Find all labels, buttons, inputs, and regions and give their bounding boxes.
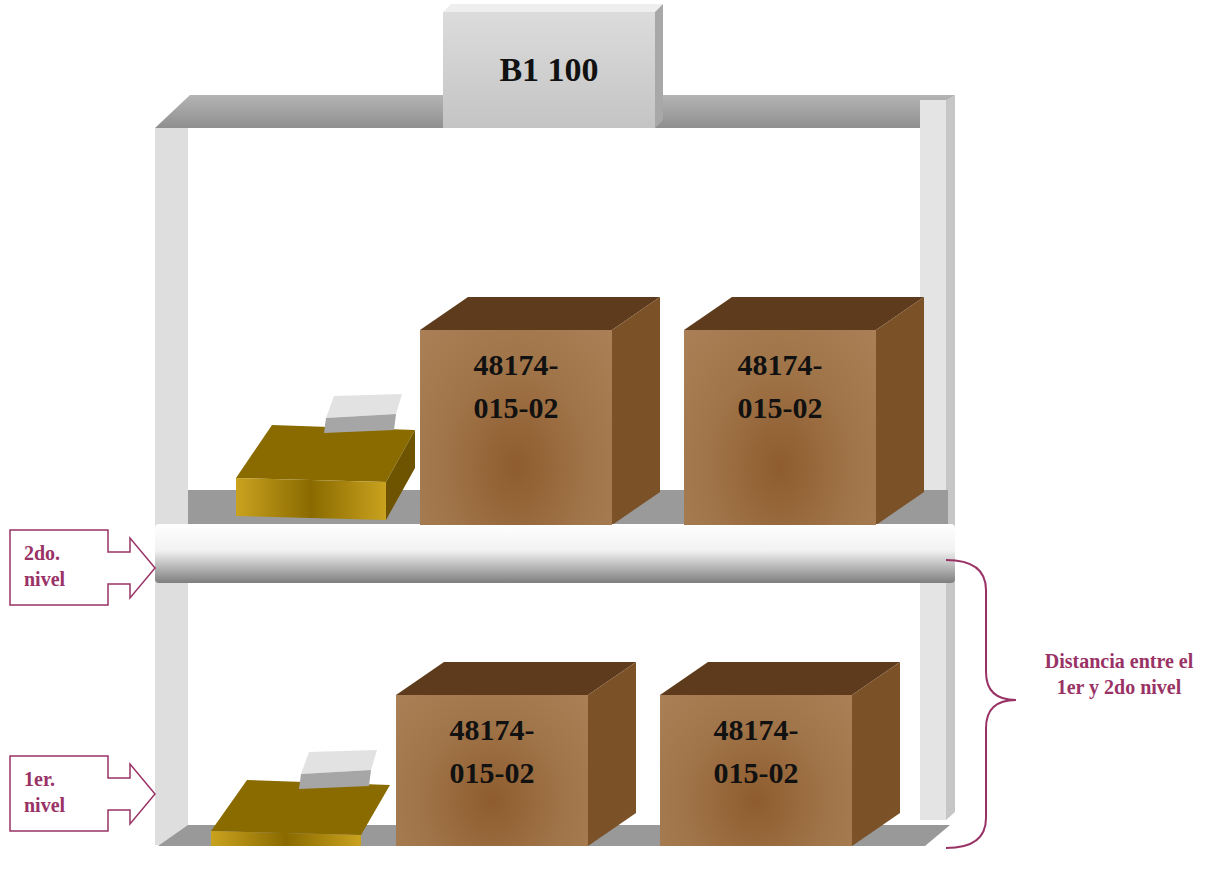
tray-front (236, 478, 386, 520)
part-box: 48174- 015-02 (420, 330, 612, 525)
small-box (324, 414, 396, 433)
distance-brace (946, 560, 1016, 848)
rack-post (155, 128, 188, 845)
part-box: 48174- 015-02 (396, 695, 588, 846)
node-text: B1 100 (499, 50, 598, 90)
location-sign: B1 100 (443, 12, 655, 128)
node-text: 48174- 015-02 (427, 708, 557, 794)
box-side-face (876, 297, 924, 525)
sign-side-face (655, 4, 663, 128)
node-text: 48174- 015-02 (715, 343, 845, 429)
tray-front (211, 831, 361, 846)
tray-side (386, 430, 415, 520)
box-side-face (588, 662, 636, 846)
node-text: 1er. nivel (24, 766, 94, 818)
dimension-note: Distancia entre el 1er y 2do nivel (1036, 648, 1202, 700)
tray-top (236, 425, 415, 482)
level-callout: 2do. nivel (10, 530, 156, 606)
box-side-face (612, 297, 660, 525)
small-box (299, 770, 371, 789)
box-side-face (852, 662, 900, 846)
shelf-beam (155, 524, 955, 583)
node-text: 48174- 015-02 (451, 343, 581, 429)
node-text: 48174- 015-02 (691, 708, 821, 794)
block-arrow-outline (10, 756, 155, 831)
part-box: 48174- 015-02 (660, 695, 852, 846)
level-callout: 1er. nivel (10, 756, 156, 832)
block-arrow-outline (10, 530, 155, 605)
rack-post-side (946, 95, 955, 820)
sign-top-face (443, 4, 663, 12)
part-box: 48174- 015-02 (684, 330, 876, 525)
node-text: 2do. nivel (24, 540, 94, 592)
